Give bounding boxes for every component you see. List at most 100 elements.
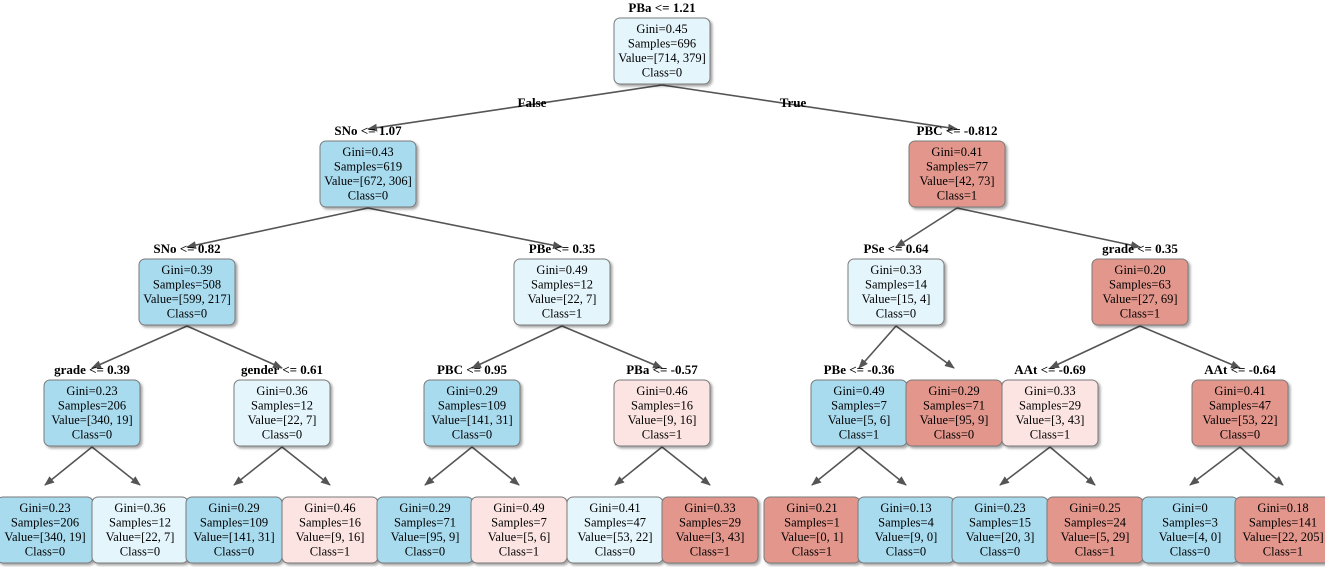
split-condition: AAt <= -0.69: [1014, 362, 1086, 377]
node-line: Gini=0.29: [399, 501, 450, 515]
node-line: Samples=29: [679, 516, 741, 530]
edge-n14-n27: [1189, 446, 1241, 486]
node-line: Value=[9, 16]: [628, 413, 697, 427]
node-line: Samples=63: [1109, 278, 1171, 292]
node-line: Gini=0.29: [928, 384, 979, 398]
edge-n1-n4: [367, 207, 563, 250]
node-line: Class=0: [120, 545, 160, 559]
node-box: [847, 258, 945, 326]
node-line: Samples=24: [1064, 516, 1127, 530]
node-box: [319, 140, 417, 208]
tree-node-n13: AAt <= -0.69Gini=0.33Samples=29Value=[3,…: [1001, 362, 1099, 447]
node-line: Value=[27, 69]: [1102, 292, 1177, 306]
node-box: [1001, 379, 1099, 447]
edge-n4-n10: [561, 325, 663, 369]
node-line: Samples=7: [831, 399, 887, 413]
edge-n10-n21: [614, 446, 663, 486]
node-line: Gini=0.20: [1114, 263, 1165, 277]
node-line: Samples=16: [299, 516, 361, 530]
tree-node-n8: gender <= 0.61Gini=0.36Samples=12Value=[…: [233, 362, 331, 447]
branch-label-true: True: [780, 95, 807, 110]
split-condition: PBa <= -0.57: [626, 362, 698, 377]
edge-n14-n28: [1239, 446, 1284, 486]
node-line: Value=[3, 43]: [1016, 413, 1085, 427]
node-box: [613, 379, 711, 447]
node-line: Class=0: [25, 545, 65, 559]
node-line: Gini=0.29: [208, 501, 259, 515]
split-condition: grade <= 0.39: [54, 362, 130, 377]
edge-n5-n12: [895, 325, 955, 369]
node-line: Samples=4: [878, 516, 934, 530]
node-line: Gini=0.41: [931, 145, 982, 159]
node-line: Gini=0.21: [786, 501, 837, 515]
node-line: Samples=206: [58, 399, 126, 413]
node-line: Value=[672, 306]: [324, 174, 412, 188]
node-line: Value=[340, 19]: [51, 413, 132, 427]
edge-n11-n24: [858, 446, 907, 486]
edge-n11-n23: [811, 446, 860, 486]
node-line: Gini=0.49: [493, 501, 544, 515]
node-line: Gini=0.18: [1257, 501, 1308, 515]
node-line: Value=[5, 6]: [828, 413, 891, 427]
node-line: Class=0: [1220, 428, 1260, 442]
node-line: Class=0: [262, 428, 302, 442]
edge-n4-n9: [471, 325, 563, 369]
edge-n13-n25: [999, 446, 1051, 486]
edge-n3-n8: [186, 325, 283, 369]
node-line: Class=0: [167, 307, 207, 321]
node-line: Value=[9, 0]: [875, 530, 938, 544]
node-line: Gini=0.39: [161, 263, 212, 277]
node-line: Samples=47: [1209, 399, 1271, 413]
node-line: Samples=77: [926, 160, 988, 174]
node-line: Samples=3: [1162, 516, 1218, 530]
node-line: Class=1: [542, 307, 582, 321]
edge-n9-n20: [471, 446, 520, 486]
node-box: [613, 17, 711, 85]
node-line: Samples=71: [923, 399, 985, 413]
tree-node-n4: PBe <= 0.35Gini=0.49Samples=12Value=[22,…: [513, 241, 611, 326]
node-box: [1191, 379, 1289, 447]
split-condition: PBa <= 1.21: [628, 0, 695, 15]
node-box: [1234, 496, 1325, 564]
node-line: Value=[5, 6]: [488, 530, 551, 544]
node-line: Class=1: [1075, 545, 1115, 559]
edge-n1-n3: [186, 207, 369, 250]
tree-node-n1: SNo <= 1.07Gini=0.43Samples=619Value=[67…: [319, 123, 417, 208]
node-line: Samples=12: [109, 516, 171, 530]
node-line: Gini=0.36: [114, 501, 165, 515]
node-line: Value=[53, 22]: [1202, 413, 1277, 427]
node-line: Samples=15: [969, 516, 1031, 530]
edge-n8-n18: [281, 446, 331, 486]
tree-node-n10: PBa <= -0.57Gini=0.46Samples=16Value=[9,…: [613, 362, 711, 447]
node-line: Samples=29: [1019, 399, 1081, 413]
split-condition: gender <= 0.61: [241, 362, 323, 377]
node-line: Samples=12: [251, 399, 313, 413]
node-line: Value=[22, 7]: [248, 413, 317, 427]
node-box: [908, 140, 1006, 208]
node-line: Gini=0.49: [536, 263, 587, 277]
node-line: Samples=619: [334, 160, 402, 174]
node-line: Samples=7: [491, 516, 547, 530]
split-condition: PBe <= -0.36: [824, 362, 895, 377]
edge-n3-n7: [91, 325, 188, 369]
split-condition: grade <= 0.35: [1102, 241, 1178, 256]
node-line: Value=[5, 29]: [1061, 530, 1130, 544]
split-condition: PBC <= -0.812: [917, 123, 998, 138]
node-line: Gini=0: [1172, 501, 1208, 515]
node-line: Class=0: [1170, 545, 1210, 559]
node-box: [513, 258, 611, 326]
edge-n2-n6: [956, 207, 1141, 250]
branch-label-false: False: [518, 95, 547, 110]
split-condition: AAt <= -0.64: [1204, 362, 1276, 377]
node-box: [138, 258, 236, 326]
edge-n10-n22: [661, 446, 711, 486]
tree-edges: [44, 84, 1284, 486]
node-line: Class=0: [452, 428, 492, 442]
node-line: Gini=0.49: [833, 384, 884, 398]
